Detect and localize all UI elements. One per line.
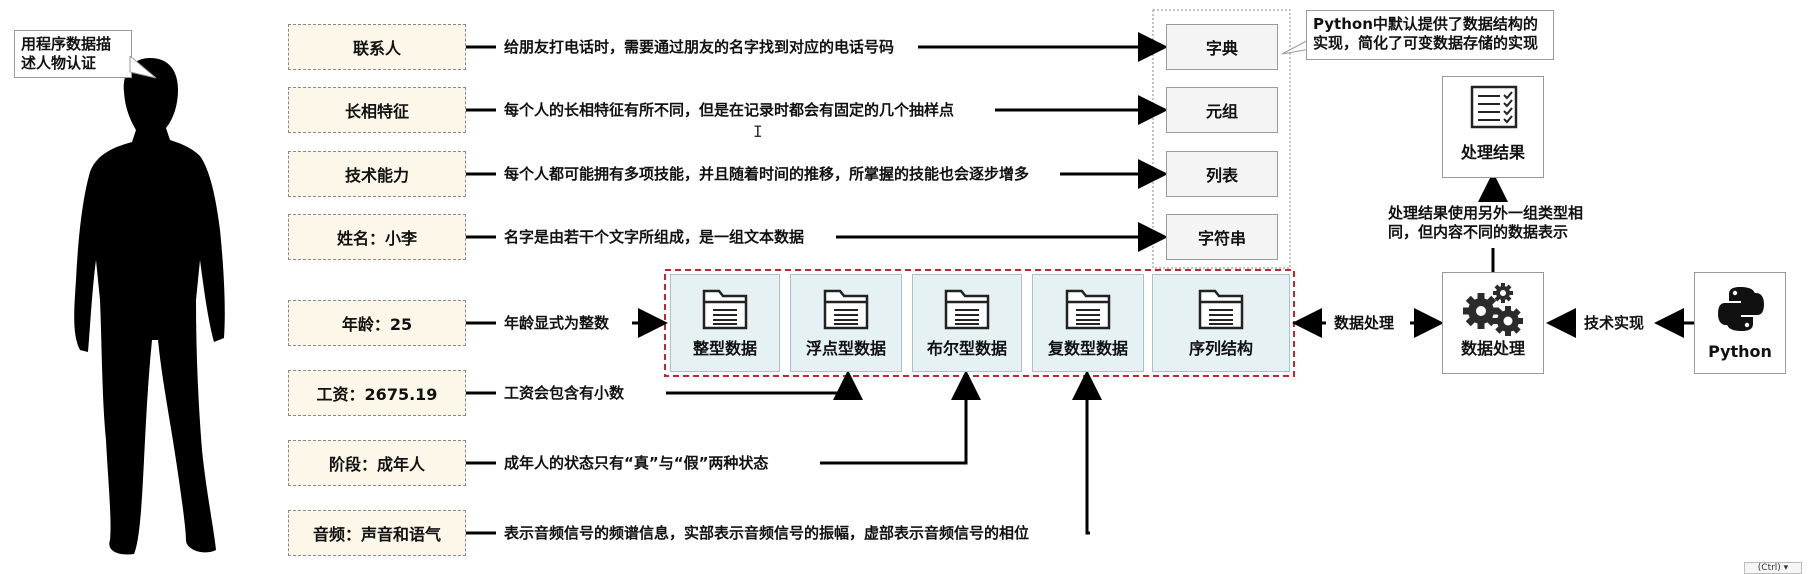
python-box: Python bbox=[1694, 272, 1786, 374]
person-callout-text: 用程序数据描述人物认证 bbox=[21, 35, 112, 72]
python-label: Python bbox=[1708, 342, 1772, 361]
python-callout: Python中默认提供了数据结构的实现，简化了可变数据存储的实现 bbox=[1306, 10, 1554, 60]
seq-type-dict: 字典 bbox=[1166, 24, 1278, 70]
attr-desc-stage: 成年人的状态只有“真”与“假”两种状态 bbox=[504, 454, 769, 472]
attr-box-name: 姓名：小李 bbox=[288, 214, 466, 260]
attr-desc-name: 名字是由若干个文字所组成，是一组文本数据 bbox=[504, 228, 805, 246]
attr-desc-contact: 给朋友打电话时，需要通过朋友的名字找到对应的电话号码 bbox=[504, 38, 895, 56]
attr-label: 姓名：小李 bbox=[336, 229, 417, 248]
attr-box-stage: 阶段：成年人 bbox=[288, 440, 466, 486]
attr-box-salary: 工资：2675.19 bbox=[288, 370, 466, 416]
attr-box-age: 年龄：25 bbox=[288, 300, 466, 346]
seq-type-label: 元组 bbox=[1205, 102, 1238, 121]
type-card-label: 复数型数据 bbox=[1047, 339, 1128, 358]
seq-type-str: 字符串 bbox=[1166, 214, 1278, 260]
sequence-group-frame bbox=[1152, 9, 1291, 269]
seq-type-label: 字典 bbox=[1205, 39, 1238, 58]
attr-box-contact: 联系人 bbox=[288, 24, 466, 70]
attr-desc-skills: 每个人都可能拥有多项技能，并且随着时间的推移，所掌握的技能也会逐步增多 bbox=[504, 165, 1030, 183]
attr-label: 阶段：成年人 bbox=[328, 455, 425, 474]
attr-label: 长相特征 bbox=[344, 102, 409, 121]
folder-icon bbox=[1198, 289, 1244, 330]
person-silhouette bbox=[74, 58, 225, 555]
result-label: 处理结果 bbox=[1460, 143, 1525, 162]
checklist-icon bbox=[1470, 85, 1518, 129]
seq-type-tuple: 元组 bbox=[1166, 87, 1278, 133]
type-card-int: 整型数据 bbox=[670, 274, 780, 372]
result-note: 处理结果使用另外一组类型相同，但内容不同的数据表示 bbox=[1388, 204, 1598, 242]
attr-desc-salary: 工资会包含有小数 bbox=[504, 384, 625, 402]
folder-icon bbox=[1065, 289, 1111, 330]
person-callout-tail bbox=[129, 56, 157, 79]
seq-type-label: 字符串 bbox=[1197, 229, 1246, 248]
folder-icon bbox=[944, 289, 990, 330]
attr-label: 年龄：25 bbox=[341, 315, 413, 334]
attr-label: 联系人 bbox=[352, 39, 401, 58]
python-callout-text: Python中默认提供了数据结构的实现，简化了可变数据存储的实现 bbox=[1313, 15, 1539, 52]
tech-label: 技术实现 bbox=[1584, 314, 1645, 332]
attr-box-skills: 技术能力 bbox=[288, 151, 466, 197]
type-card-label: 浮点型数据 bbox=[805, 339, 886, 358]
attr-label: 技术能力 bbox=[344, 166, 409, 185]
folder-icon bbox=[823, 289, 869, 330]
person-callout: 用程序数据描述人物认证 bbox=[14, 30, 132, 78]
text-cursor-icon: I bbox=[753, 122, 763, 141]
folder-icon bbox=[702, 289, 748, 330]
type-card-label: 布尔型数据 bbox=[926, 339, 1007, 358]
type-card-float: 浮点型数据 bbox=[790, 274, 902, 372]
attr-label: 音频：声音和语气 bbox=[312, 525, 441, 544]
type-card-complex: 复数型数据 bbox=[1032, 274, 1144, 372]
type-card-sequence: 序列结构 bbox=[1152, 274, 1290, 372]
type-card-label: 序列结构 bbox=[1188, 339, 1253, 358]
type-card-label: 整型数据 bbox=[692, 339, 757, 358]
attr-desc-appearance: 每个人的长相特征有所不同，但是在记录时都会有固定的几个抽样点 bbox=[504, 101, 955, 119]
seq-type-label: 列表 bbox=[1205, 166, 1238, 185]
result-box: 处理结果 bbox=[1442, 76, 1544, 178]
attr-box-appearance: 长相特征 bbox=[288, 87, 466, 133]
paste-options-badge[interactable]: (Ctrl) ▾ bbox=[1744, 562, 1802, 574]
attr-desc-age: 年龄显式为整数 bbox=[504, 314, 610, 332]
attr-desc-audio: 表示音频信号的频谱信息，实部表示音频信号的振幅，虚部表示音频信号的相位 bbox=[504, 524, 1030, 542]
processing-label: 数据处理 bbox=[1334, 314, 1395, 332]
result-note-text: 处理结果使用另外一组类型相同，但内容不同的数据表示 bbox=[1388, 204, 1584, 241]
attr-label: 工资：2675.19 bbox=[316, 385, 438, 404]
data-processing-box: 数据处理 bbox=[1442, 272, 1544, 374]
seq-type-list: 列表 bbox=[1166, 151, 1278, 197]
gears-icon bbox=[1463, 283, 1523, 336]
attr-box-audio: 音频：声音和语气 bbox=[288, 510, 466, 556]
data-processing-label: 数据处理 bbox=[1460, 339, 1525, 358]
type-card-bool: 布尔型数据 bbox=[912, 274, 1022, 372]
python-logo-icon bbox=[1718, 287, 1764, 331]
